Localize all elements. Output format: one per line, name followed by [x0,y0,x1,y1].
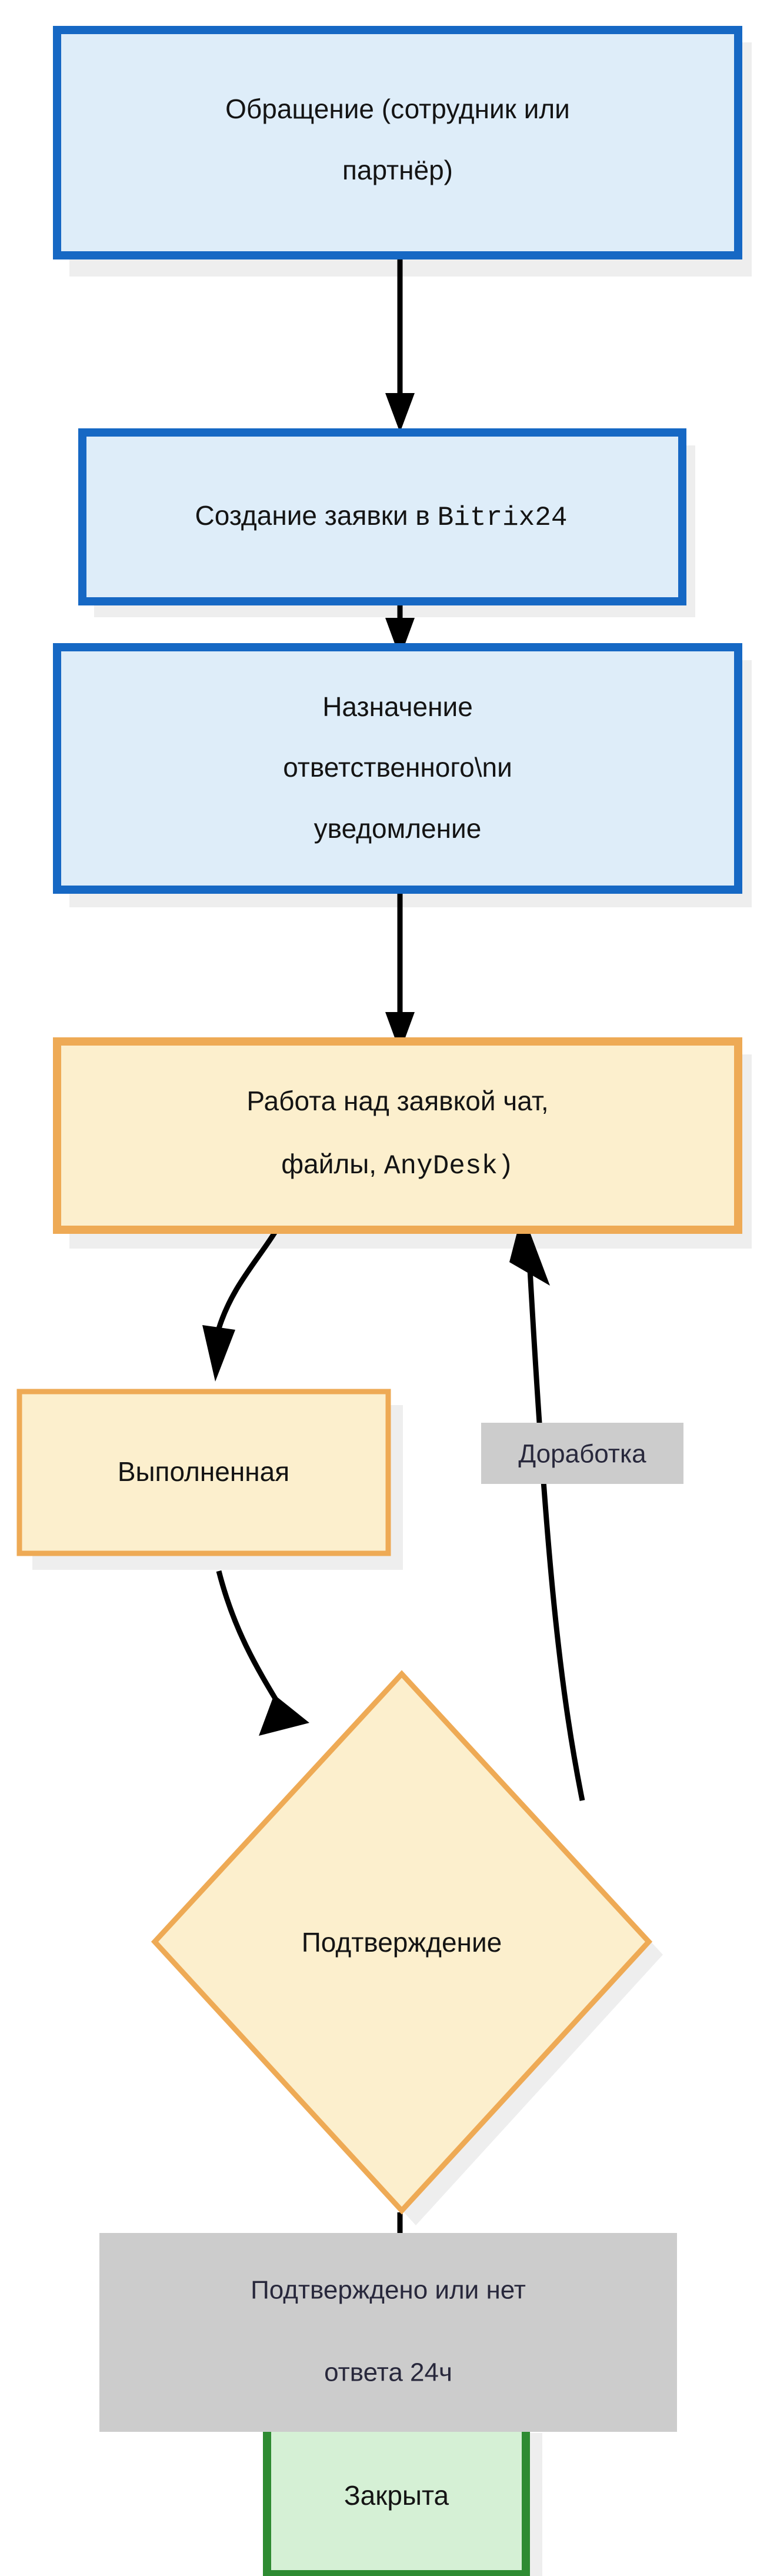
edge-n3-n4 [385,890,415,1052]
node-sozdanie-zayavki-line-1: Создание заявки в Bitrix24 [195,500,568,533]
edge-n5-n6 [216,1570,309,1736]
node-rabota-nad-zayavkoy[interactable]: Работа над заявкой чат, файлы, AnyDesk) [53,1037,742,1234]
node-obrashenie-line-2: партнёр) [342,155,453,185]
node-obrashenie[interactable]: Обращение (сотрудник или партнёр) [53,26,742,259]
edge-n1-n2 [385,259,415,432]
edge-label-podtverzhdeno-bg [99,2233,677,2432]
node-vypolnennaya-shape[interactable] [16,1389,391,1556]
node-rabota-nad-zayavkoy-line-1: Работа над заявкой чат, [246,1086,548,1116]
edge-label-podtverzhdeno-line-1: Подтверждено или нет [251,2276,526,2305]
edge-label-dorabotka-text: Доработка [518,1440,646,1469]
node-naznachenie-line-2: ответственного\nи [283,752,512,783]
node-naznachenie-line-1: Назначение [322,691,473,722]
node-zakryta[interactable]: Закрыта [263,2417,530,2576]
edge-n6-n4 [509,1212,585,1801]
node-podtverzhdenie-label: Подтверждение [302,1927,502,1958]
edge-label-dorabotka-bg [481,1423,683,1484]
node-zakryta-label: Закрыта [344,2480,449,2511]
node-sozdanie-zayavki-shape[interactable] [78,428,686,605]
node-naznachenie-line-3: уведомление [314,813,482,844]
edge-label-dorabotka: Доработка [481,1423,683,1484]
node-naznachenie-shape[interactable] [53,643,742,894]
node-podtverzhdenie-shape[interactable] [151,1670,653,2215]
node-rabota-nad-zayavkoy-line-2: файлы, AnyDesk) [281,1149,513,1182]
node-naznachenie[interactable]: Назначение ответственного\nи уведомление [53,643,742,894]
node-obrashenie-shape[interactable] [53,26,742,259]
node-vypolnennaya-label: Выполненная [118,1456,289,1487]
node-rabota-text-mono: AnyDesk) [384,1151,514,1182]
node-sozdanie-zayavki-text-mono: Bitrix24 [438,502,568,533]
node-obrashenie-line-1: Обращение (сотрудник или [225,94,570,124]
node-rabota-nad-zayavkoy-shape[interactable] [53,1037,742,1234]
node-sozdanie-zayavki-text-plain: Создание заявки в [195,500,438,531]
node-podtverzhdenie[interactable]: Подтверждение [151,1670,653,2215]
edge-label-podtverzhdeno: Подтверждено или нет ответа 24ч [99,2233,677,2432]
node-zakryta-shape[interactable] [263,2417,530,2576]
node-rabota-text-plain: файлы, [281,1149,384,1179]
edge-label-podtverzhdeno-line-2: ответа 24ч [324,2358,452,2387]
node-vypolnennaya[interactable]: Выполненная [16,1389,391,1556]
node-sozdanie-zayavki[interactable]: Создание заявки в Bitrix24 [78,428,686,605]
